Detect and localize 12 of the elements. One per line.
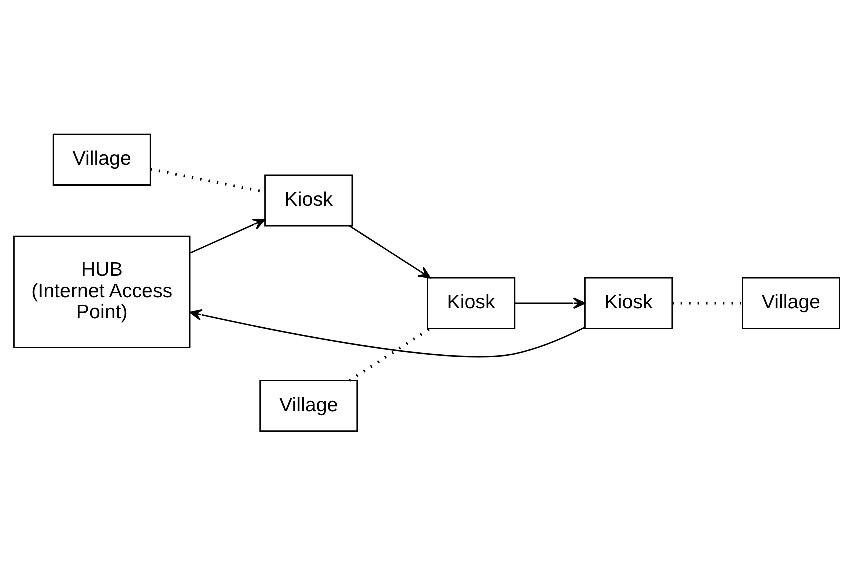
node-box: HUB (Internet Access Point) (14, 235, 191, 348)
arrow (190, 308, 586, 358)
node-box: Kiosk (264, 174, 354, 226)
node-box: Kiosk (584, 276, 674, 329)
node-box: Village (742, 276, 840, 329)
arrow (349, 225, 432, 278)
connector (348, 327, 432, 382)
node-box: Kiosk (427, 276, 516, 329)
arrow (514, 297, 586, 309)
arrow (190, 218, 266, 254)
node-box: Village (260, 380, 358, 432)
node-box: Village (52, 133, 152, 186)
